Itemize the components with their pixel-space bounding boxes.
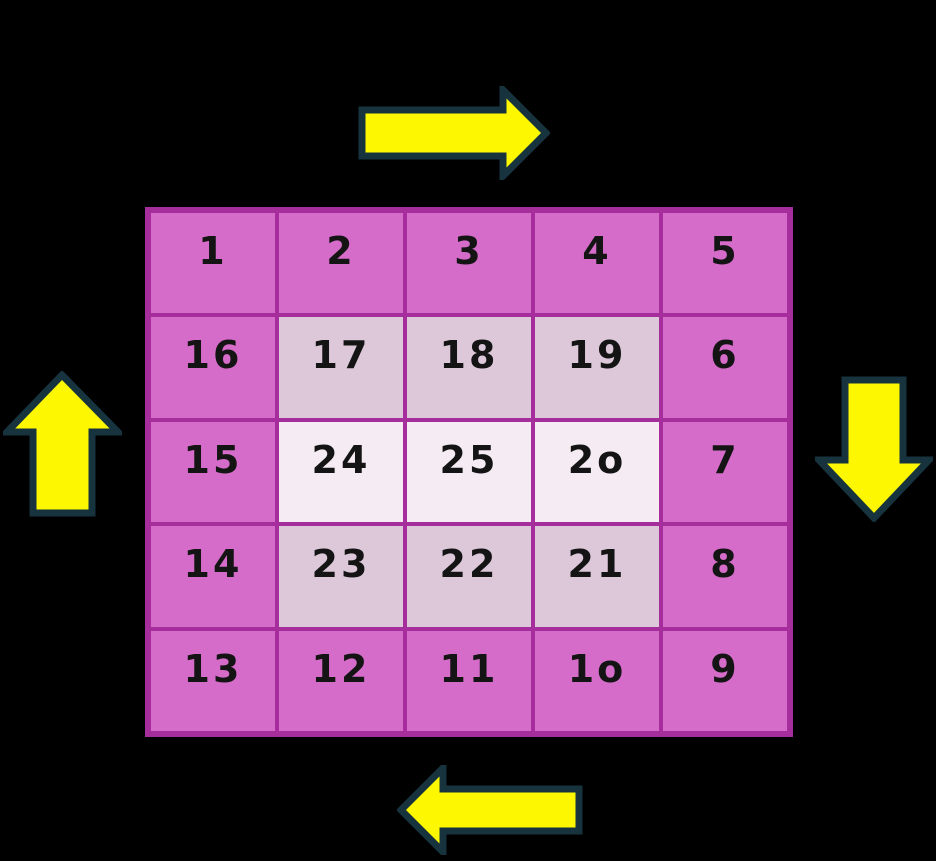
grid-cell: 7 [661,419,789,525]
grid-cell: 2o [533,419,661,525]
right-arrow-icon [358,86,550,180]
grid-cell: 6 [661,315,789,420]
grid-cell: 23 [277,524,405,629]
grid-cell: 15 [149,419,277,525]
grid-cell: 14 [149,524,277,629]
grid-cell: 3 [405,211,533,316]
grid-cell: 1 [149,211,277,316]
grid-cell: 5 [661,211,789,316]
grid-cell: 24 [277,419,405,525]
left-arrow-icon [397,765,583,855]
grid-cell: 4 [533,211,661,316]
grid-cell: 11 [405,628,533,733]
grid-cell: 16 [149,315,277,420]
grid-cell: 1o [533,628,661,733]
up-arrow-icon [3,371,122,517]
grid-cell: 22 [405,524,533,629]
grid-cell: 19 [533,315,661,420]
grid-cell: 12 [277,628,405,733]
grid-cell: 17 [277,315,405,420]
spiral-number-grid: 1 2 3 4 5 16 17 18 19 6 15 24 25 2o 7 14… [145,207,793,737]
grid-cell: 8 [661,524,789,629]
grid-cell: 9 [661,628,789,733]
grid-cell: 18 [405,315,533,420]
grid-cell: 2 [277,211,405,316]
grid-cell: 21 [533,524,661,629]
down-arrow-icon [815,376,933,522]
grid-cell: 13 [149,628,277,733]
grid-cell: 25 [405,419,533,525]
